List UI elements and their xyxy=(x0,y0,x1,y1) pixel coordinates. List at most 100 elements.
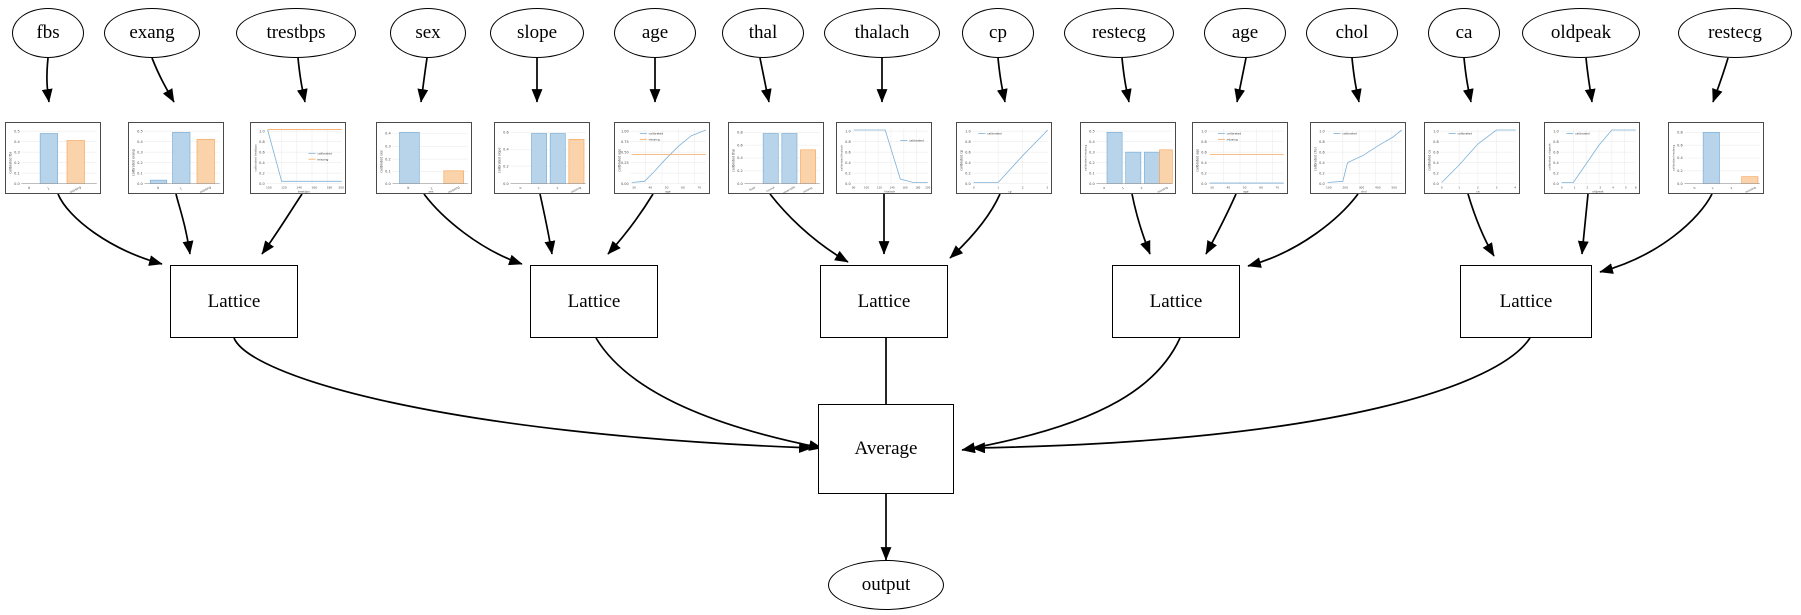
svg-text:120: 120 xyxy=(877,185,882,189)
svg-text:0: 0 xyxy=(407,186,411,190)
svg-text:calibrated trestbps: calibrated trestbps xyxy=(254,144,258,172)
svg-text:0.2: 0.2 xyxy=(1089,161,1095,165)
svg-text:calibrated thal: calibrated thal xyxy=(732,149,736,172)
svg-text:0.6: 0.6 xyxy=(1319,150,1325,154)
svg-text:0: 0 xyxy=(519,186,523,190)
feature-node-thal[interactable]: thal xyxy=(722,8,804,58)
svg-text:calibrated: calibrated xyxy=(1457,132,1472,136)
svg-text:0.0: 0.0 xyxy=(1319,182,1325,186)
feature-node-label: thalach xyxy=(854,22,910,43)
lattice-node-label: Lattice xyxy=(567,290,621,312)
svg-text:200: 200 xyxy=(925,185,930,189)
svg-text:100: 100 xyxy=(266,185,272,189)
svg-text:0.1: 0.1 xyxy=(1089,171,1095,175)
feature-node-slope[interactable]: slope xyxy=(490,8,584,58)
svg-text:0.2: 0.2 xyxy=(1553,171,1559,175)
svg-text:0.2: 0.2 xyxy=(503,164,509,168)
svg-text:120: 120 xyxy=(281,185,287,189)
svg-text:0.0: 0.0 xyxy=(503,182,509,186)
lattice-node-4[interactable]: Lattice xyxy=(1112,265,1240,338)
average-node[interactable]: Average xyxy=(818,404,954,494)
svg-text:0.0: 0.0 xyxy=(965,182,971,186)
feature-node-thalach[interactable]: thalach xyxy=(824,8,940,58)
feature-node-age-1[interactable]: age xyxy=(614,8,696,58)
svg-text:40: 40 xyxy=(1226,185,1230,189)
svg-text:missing: missing xyxy=(1157,185,1169,193)
svg-text:calibrated: calibrated xyxy=(1575,132,1590,136)
feature-node-cp[interactable]: cp xyxy=(962,8,1034,58)
feature-node-restecg-1[interactable]: restecg xyxy=(1064,8,1174,58)
output-node[interactable]: output xyxy=(828,560,944,610)
lattice-node-5[interactable]: Lattice xyxy=(1460,265,1592,338)
svg-text:80: 80 xyxy=(852,185,856,189)
svg-text:0.1: 0.1 xyxy=(14,171,20,175)
feature-node-exang[interactable]: exang xyxy=(104,8,200,58)
svg-text:calibrated sex: calibrated sex xyxy=(380,150,384,173)
svg-text:0.0: 0.0 xyxy=(1201,182,1207,186)
feature-node-oldpeak[interactable]: oldpeak xyxy=(1522,8,1640,58)
feature-node-chol[interactable]: chol xyxy=(1306,8,1398,58)
plot-legend: calibrated missing xyxy=(1217,132,1241,142)
svg-text:2: 2 xyxy=(1140,186,1144,190)
svg-text:missing: missing xyxy=(1745,185,1757,193)
svg-text:40: 40 xyxy=(648,185,652,189)
svg-text:0.4: 0.4 xyxy=(385,132,391,136)
svg-text:0.2: 0.2 xyxy=(14,161,20,165)
svg-text:0.2: 0.2 xyxy=(1319,171,1325,175)
svg-text:0.00: 0.00 xyxy=(621,182,629,186)
svg-text:3: 3 xyxy=(1599,185,1601,189)
lattice-node-3[interactable]: Lattice xyxy=(820,265,948,338)
svg-text:calibrated chol: calibrated chol xyxy=(1314,147,1318,171)
svg-text:0.0: 0.0 xyxy=(385,182,391,186)
svg-text:calibrated: calibrated xyxy=(909,139,924,143)
lattice-node-2[interactable]: Lattice xyxy=(530,265,658,338)
svg-text:0.1: 0.1 xyxy=(385,170,391,174)
feature-node-sex[interactable]: sex xyxy=(390,8,466,58)
svg-text:missing: missing xyxy=(199,185,212,193)
svg-text:1: 1 xyxy=(1458,185,1460,189)
feature-node-fbs[interactable]: fbs xyxy=(12,8,84,58)
svg-text:0.4: 0.4 xyxy=(845,161,851,165)
feature-node-label: chol xyxy=(1335,22,1369,43)
svg-text:0.6: 0.6 xyxy=(1677,143,1683,147)
svg-text:0.50: 0.50 xyxy=(621,150,629,154)
svg-text:0.0: 0.0 xyxy=(1089,182,1095,186)
svg-text:0.8: 0.8 xyxy=(845,140,851,144)
feature-node-ca[interactable]: ca xyxy=(1428,8,1500,58)
lattice-node-1[interactable]: Lattice xyxy=(170,265,298,338)
svg-text:0.4: 0.4 xyxy=(259,161,265,165)
svg-text:0.8: 0.8 xyxy=(737,131,743,135)
feature-node-label: thal xyxy=(748,22,778,43)
feature-node-label: cp xyxy=(989,22,1007,43)
feature-node-trestbps[interactable]: trestbps xyxy=(236,8,356,58)
feature-node-age-2[interactable]: age xyxy=(1204,8,1286,58)
svg-text:missing: missing xyxy=(802,186,813,193)
feature-node-label: age xyxy=(1231,22,1259,43)
plot-svg-age-1: 1.000.75 0.500.250.00 calibrated age cal… xyxy=(615,123,709,193)
svg-text:0.8: 0.8 xyxy=(259,140,265,144)
svg-text:0.6: 0.6 xyxy=(845,150,851,154)
svg-text:0.6: 0.6 xyxy=(737,143,743,147)
svg-text:age: age xyxy=(665,189,671,193)
feature-node-restecg-2[interactable]: restecg xyxy=(1678,8,1792,58)
plot-svg-fbs: 0.50.40.3 0.20.10.0 calibrated fbs 0 1 m… xyxy=(6,123,100,193)
svg-text:0.6: 0.6 xyxy=(1433,150,1439,154)
svg-text:thalach: thalach xyxy=(884,189,895,193)
svg-text:0: 0 xyxy=(1561,185,1563,189)
